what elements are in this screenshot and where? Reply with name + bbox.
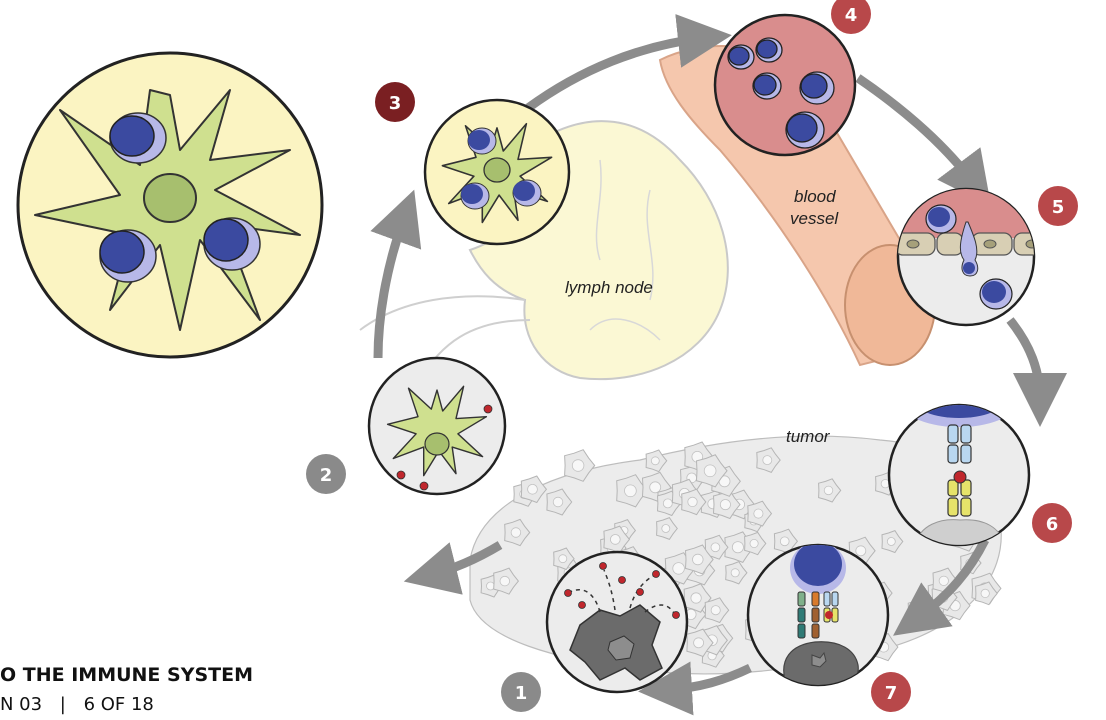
step-badge-6: 6	[1032, 503, 1072, 543]
tumor-cell-nucleus	[731, 541, 744, 554]
zoomed-dendritic-cell	[16, 51, 324, 359]
tumor-cell-nucleus	[661, 524, 671, 533]
tumor-cell-nucleus	[779, 536, 790, 547]
blood-vessel	[658, 45, 936, 367]
footer-section: N 03	[0, 694, 43, 715]
tumor-cell-nucleus	[855, 545, 867, 557]
tumor-cell-nucleus	[710, 605, 721, 616]
step-badge-4: 4	[831, 0, 871, 34]
step-2-circle	[367, 356, 507, 496]
blood-vessel-label-line2: vessel	[790, 209, 839, 228]
tumor-cell-nucleus	[662, 498, 673, 509]
svg-text:3: 3	[389, 93, 402, 114]
step-badge-1: 1	[501, 672, 541, 712]
tumor-cell-nucleus	[527, 483, 538, 495]
tumor-cell-nucleus	[719, 499, 731, 511]
step-6-circle	[887, 403, 1031, 547]
tumor-cell-nucleus	[624, 484, 637, 498]
svg-text:6: 6	[1046, 514, 1059, 535]
tumor-cell-nucleus	[693, 637, 704, 649]
tumor-cell-nucleus	[753, 508, 764, 519]
tumor-cell-nucleus	[762, 455, 773, 466]
footer-separator: |	[59, 694, 66, 715]
svg-text:4: 4	[845, 5, 858, 26]
footer-subtitle: N 03 | 6 OF 18	[0, 694, 154, 715]
step-7-circle	[746, 543, 890, 687]
tumor-cell-nucleus	[650, 456, 660, 466]
tumor-cell-nucleus	[692, 553, 704, 566]
step-1-circle	[545, 550, 689, 694]
footer-title: O THE IMMUNE SYSTEM	[0, 664, 254, 686]
tumor-cell-nucleus	[499, 575, 511, 587]
tumor-cell-nucleus	[710, 542, 721, 553]
tumor-cell-nucleus	[609, 534, 621, 545]
svg-text:7: 7	[885, 683, 898, 704]
tumor-cell-nucleus	[552, 496, 564, 508]
tumor-cell-nucleus	[823, 485, 834, 496]
tumor-label: tumor	[786, 427, 831, 446]
tumor-cell-nucleus	[703, 464, 717, 478]
tumor-cell-nucleus	[730, 568, 740, 578]
step-badge-2: 2	[306, 454, 346, 494]
svg-text:5: 5	[1052, 197, 1065, 218]
step-3-circle	[423, 98, 571, 246]
step-badge-7: 7	[871, 672, 911, 712]
tumor-cell-nucleus	[558, 554, 568, 564]
tumor-cell-nucleus	[749, 539, 759, 549]
tumor-cell-nucleus	[649, 481, 662, 494]
svg-text:2: 2	[320, 465, 333, 486]
step-badge-5: 5	[1038, 186, 1078, 226]
step-badge-3: 3	[375, 82, 415, 122]
tumor-cell-nucleus	[510, 527, 522, 538]
tumor-cell-nucleus	[571, 459, 585, 472]
cycle-arrows	[370, 14, 1067, 716]
lymph-node-label: lymph node	[565, 278, 653, 297]
tumor-cell-nucleus	[687, 496, 698, 507]
tumor-cell-nucleus	[938, 575, 949, 586]
tumor-cell-nucleus	[672, 562, 685, 575]
footer-page: 6 OF 18	[83, 694, 154, 715]
step-5-circle	[896, 187, 1036, 327]
svg-text:1: 1	[515, 683, 528, 704]
tumor-cell-nucleus	[980, 588, 990, 599]
blood-vessel-label-line1: blood	[794, 187, 836, 206]
tumor-cell-nucleus	[886, 537, 896, 546]
tumor-cell-nucleus	[690, 592, 702, 604]
step-4-circle	[713, 13, 857, 157]
